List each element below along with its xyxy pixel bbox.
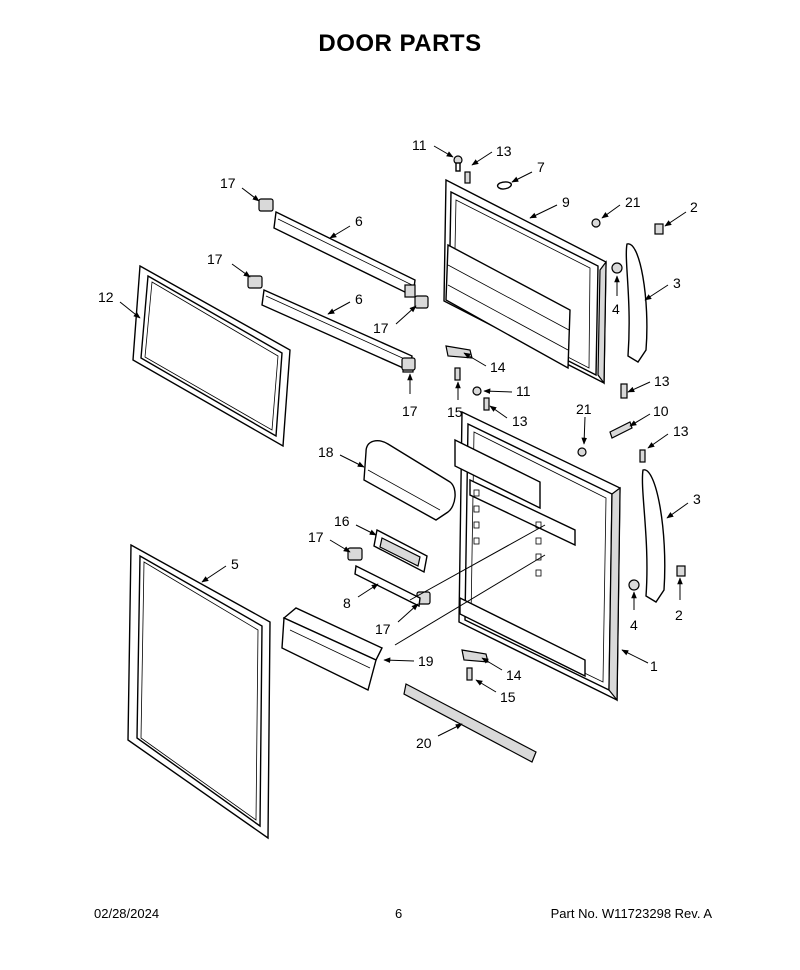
callout-label-2: 2 xyxy=(690,199,698,215)
callout-label-17: 17 xyxy=(207,251,223,267)
callout-20: 20 xyxy=(416,723,463,751)
freezer-shelf-rail-upper xyxy=(273,210,416,298)
callout-21: 21 xyxy=(576,401,592,445)
footer-page-number: 6 xyxy=(395,906,403,921)
callout-6: 6 xyxy=(327,291,363,315)
footer-part-number: Part No. W11723298 Rev. A xyxy=(550,906,712,921)
callout-label-5: 5 xyxy=(231,556,239,572)
callout-label-19: 19 xyxy=(418,653,434,669)
callout-6: 6 xyxy=(329,213,363,239)
callout-14: 14 xyxy=(481,657,522,683)
callout-4: 4 xyxy=(630,591,638,633)
callout-18: 18 xyxy=(318,444,365,468)
callout-4: 4 xyxy=(612,275,620,317)
callout-14: 14 xyxy=(463,352,506,375)
callout-label-17: 17 xyxy=(402,403,418,419)
callout-label-18: 18 xyxy=(318,444,334,460)
refrigerator-door-handle xyxy=(641,469,666,603)
callout-label-9: 9 xyxy=(562,194,570,210)
callout-label-13: 13 xyxy=(673,423,689,439)
callout-17: 17 xyxy=(207,251,251,278)
callout-13: 13 xyxy=(647,423,689,449)
callout-label-6: 6 xyxy=(355,291,363,307)
callout-label-17: 17 xyxy=(375,621,391,637)
callout-9: 9 xyxy=(529,194,570,219)
refrigerator-door-gasket xyxy=(127,543,271,840)
door-shelf-rail xyxy=(354,564,421,608)
callout-label-16: 16 xyxy=(334,513,350,529)
callout-15: 15 xyxy=(475,679,516,705)
callout-17: 17 xyxy=(375,603,419,637)
callout-label-13: 13 xyxy=(654,373,670,389)
callout-3: 3 xyxy=(666,491,701,519)
callout-label-14: 14 xyxy=(506,667,522,683)
callout-label-4: 4 xyxy=(630,617,638,633)
callout-10: 10 xyxy=(629,403,669,427)
callout-2: 2 xyxy=(664,199,698,227)
callout-17: 17 xyxy=(308,529,351,553)
callout-label-12: 12 xyxy=(98,289,114,305)
callout-label-17: 17 xyxy=(308,529,324,545)
callout-label-2: 2 xyxy=(675,607,683,623)
callout-19: 19 xyxy=(383,653,434,669)
callout-11: 11 xyxy=(412,137,454,158)
callout-12: 12 xyxy=(98,289,141,319)
callout-label-15: 15 xyxy=(447,404,463,420)
callout-7: 7 xyxy=(511,159,545,183)
callout-1: 1 xyxy=(621,649,658,674)
screw-hardware xyxy=(453,155,686,681)
callout-label-20: 20 xyxy=(416,735,432,751)
callout-15: 15 xyxy=(447,381,463,420)
door-trim-strip xyxy=(403,683,537,763)
callout-13: 13 xyxy=(627,373,670,393)
callout-label-1: 1 xyxy=(650,658,658,674)
callout-label-14: 14 xyxy=(490,359,506,375)
callout-label-11: 11 xyxy=(516,383,531,399)
rail-end-clip xyxy=(247,198,431,605)
callout-label-21: 21 xyxy=(576,401,592,417)
callout-17: 17 xyxy=(220,175,260,202)
freezer-door-gasket xyxy=(132,264,291,448)
callout-label-13: 13 xyxy=(512,413,528,429)
callout-11: 11 xyxy=(483,383,531,399)
dairy-door xyxy=(363,440,456,521)
callout-label-17: 17 xyxy=(220,175,236,191)
callout-label-3: 3 xyxy=(673,275,681,291)
door-bin xyxy=(281,607,383,692)
page-title: DOOR PARTS xyxy=(318,30,482,57)
callout-label-15: 15 xyxy=(500,689,516,705)
callout-2: 2 xyxy=(675,577,683,623)
callout-label-4: 4 xyxy=(612,301,620,317)
callout-label-21: 21 xyxy=(625,194,641,210)
refrigerator-door-assembly xyxy=(454,410,621,702)
footer-date: 02/28/2024 xyxy=(94,906,160,921)
callout-label-7: 7 xyxy=(537,159,545,175)
callout-5: 5 xyxy=(201,556,239,583)
callout-label-8: 8 xyxy=(343,595,351,611)
callout-17: 17 xyxy=(373,305,417,336)
callout-label-11: 11 xyxy=(412,137,427,153)
freezer-door-assembly xyxy=(443,178,607,385)
callout-8: 8 xyxy=(343,583,379,611)
callout-label-6: 6 xyxy=(355,213,363,229)
freezer-door-handle xyxy=(625,243,648,363)
callout-label-3: 3 xyxy=(693,491,701,507)
dairy-cover xyxy=(373,528,428,574)
callout-label-10: 10 xyxy=(653,403,669,419)
callout-21: 21 xyxy=(601,194,641,219)
callout-17: 17 xyxy=(402,373,418,419)
callout-label-13: 13 xyxy=(496,143,512,159)
callout-3: 3 xyxy=(644,275,681,301)
callout-label-17: 17 xyxy=(373,320,389,336)
callout-16: 16 xyxy=(334,513,377,536)
callout-13: 13 xyxy=(471,143,512,166)
callout-13: 13 xyxy=(489,405,528,429)
